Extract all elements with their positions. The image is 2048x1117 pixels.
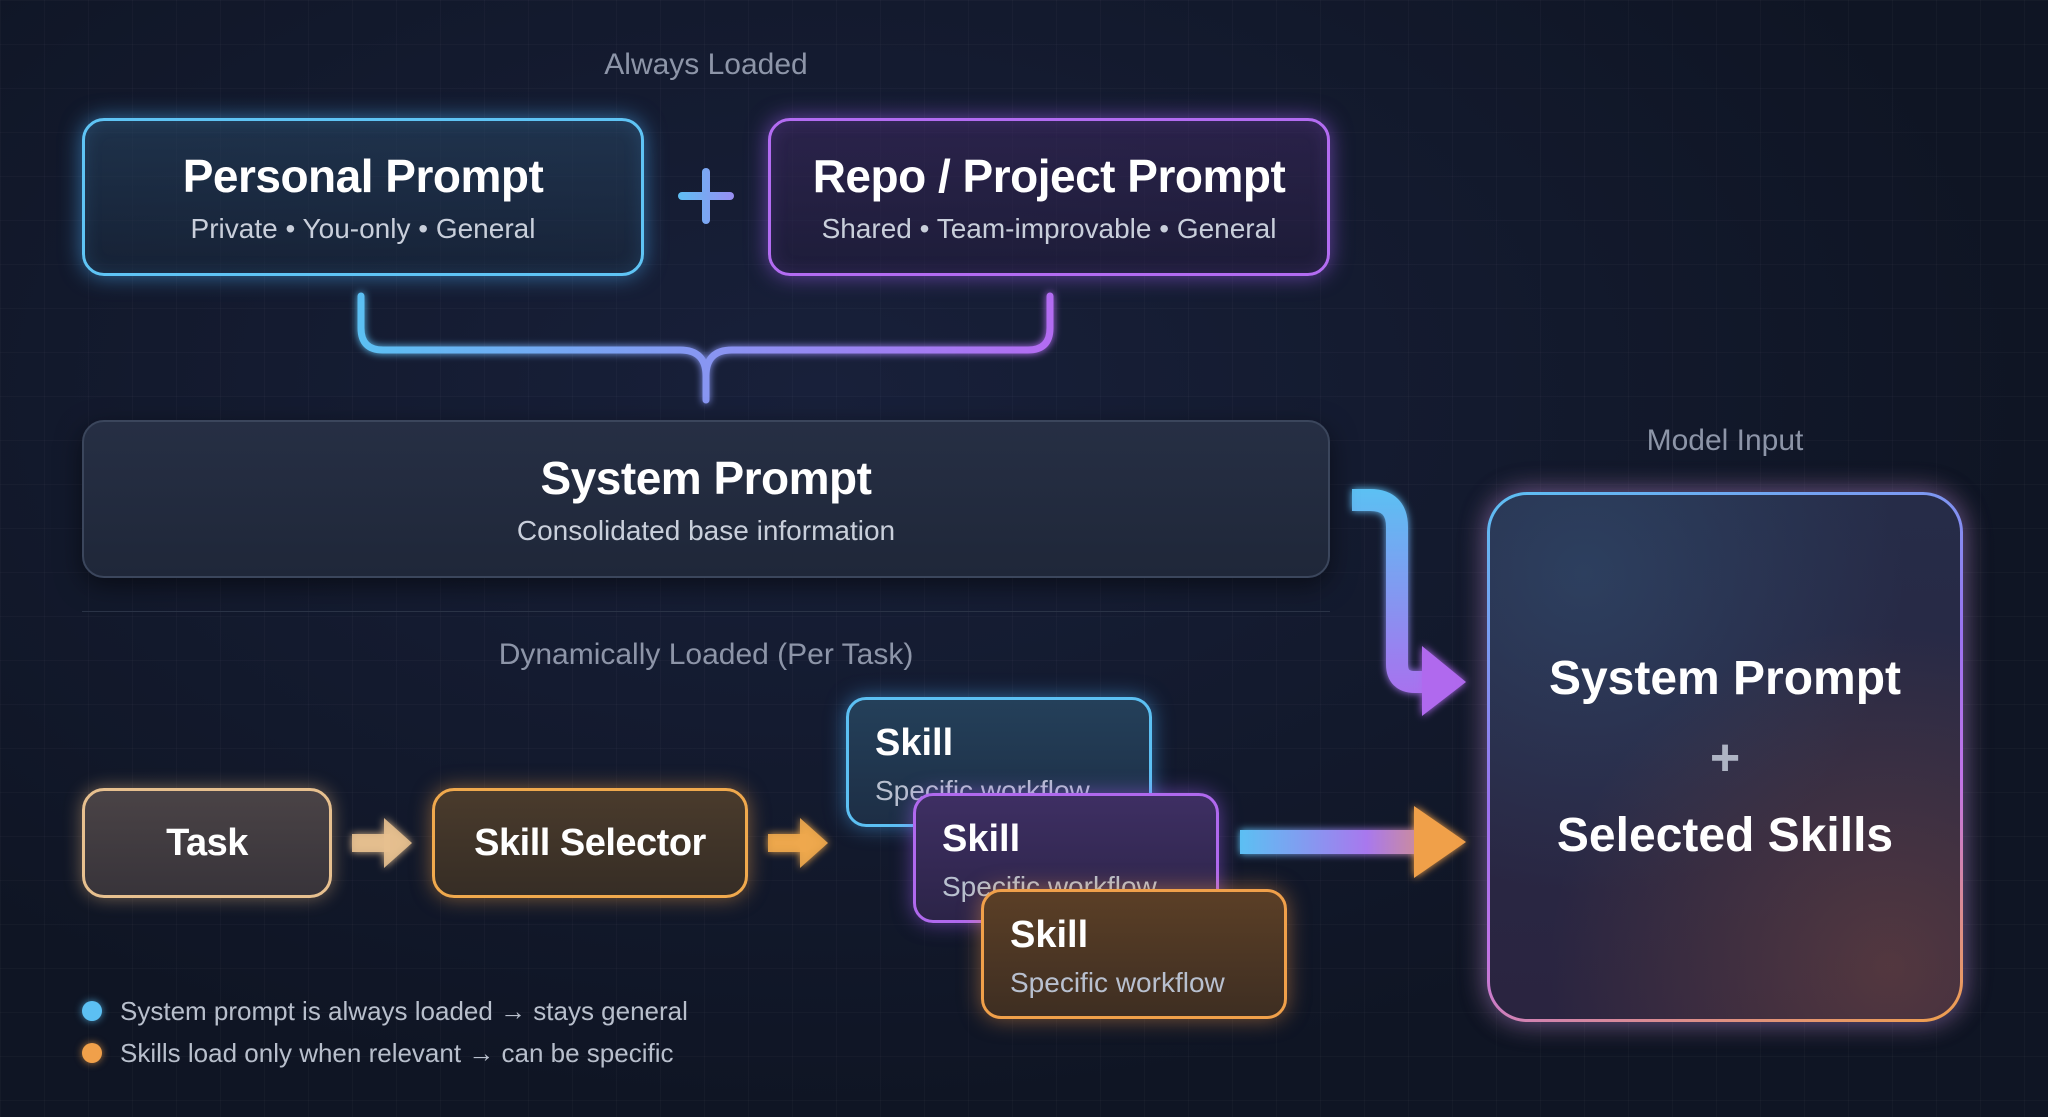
system-prompt-box: System Prompt Consolidated base informat… xyxy=(82,420,1330,578)
section-label-always-loaded: Always Loaded xyxy=(604,48,808,81)
model-input-plus: + xyxy=(1709,729,1741,787)
system-to-model-arrow xyxy=(1352,489,1426,693)
skill-card-3: Skill Specific workflow xyxy=(981,889,1287,1019)
legend-item-system: System prompt is always loaded → stays g… xyxy=(82,990,688,1032)
system-prompt-subtitle: Consolidated base information xyxy=(516,515,896,546)
skill-selector-box: Skill Selector xyxy=(432,788,748,898)
personal-prompt-box: Personal Prompt Private • You-only • Gen… xyxy=(82,118,644,276)
section-divider xyxy=(82,611,1330,612)
skills-to-model-arrow xyxy=(1240,806,1466,878)
skill-selector-title: Skill Selector xyxy=(474,821,706,864)
blue-dot-icon xyxy=(82,1001,102,1021)
skill-title: Skill xyxy=(942,818,1021,860)
model-input-box: System Prompt + Selected Skills xyxy=(1487,492,1963,1022)
legend-text: Skills load only when relevant → can be … xyxy=(120,1037,674,1068)
skill-title: Skill xyxy=(1010,914,1089,956)
legend-item-skills: Skills load only when relevant → can be … xyxy=(82,1032,688,1074)
task-to-selector-arrow xyxy=(352,818,412,868)
skill-title: Skill xyxy=(875,722,954,764)
legend-text: System prompt is always loaded → stays g… xyxy=(120,995,688,1026)
system-prompt-title: System Prompt xyxy=(540,452,872,504)
task-title: Task xyxy=(166,821,248,864)
system-to-model-arrowhead xyxy=(1422,646,1466,716)
model-input-selected-skills: Selected Skills xyxy=(1556,809,1894,862)
orange-dot-icon xyxy=(82,1043,102,1063)
repo-prompt-subtitle: Shared • Team-improvable • General xyxy=(821,213,1277,244)
selector-to-skills-arrow xyxy=(768,818,828,868)
repo-prompt-title: Repo / Project Prompt xyxy=(812,150,1286,202)
skill-subtitle: Specific workflow xyxy=(1010,967,1225,998)
legend: System prompt is always loaded → stays g… xyxy=(82,990,688,1074)
section-label-model-input: Model Input xyxy=(1646,424,1804,457)
repo-prompt-box: Repo / Project Prompt Shared • Team-impr… xyxy=(768,118,1330,276)
personal-prompt-subtitle: Private • You-only • General xyxy=(190,213,536,244)
personal-prompt-title: Personal Prompt xyxy=(182,150,544,202)
merge-brace xyxy=(357,292,1054,404)
task-box: Task xyxy=(82,788,332,898)
model-input-system-prompt: System Prompt xyxy=(1548,652,1902,705)
section-label-dynamically-loaded: Dynamically Loaded (Per Task) xyxy=(498,638,914,671)
plus-icon xyxy=(678,168,734,224)
